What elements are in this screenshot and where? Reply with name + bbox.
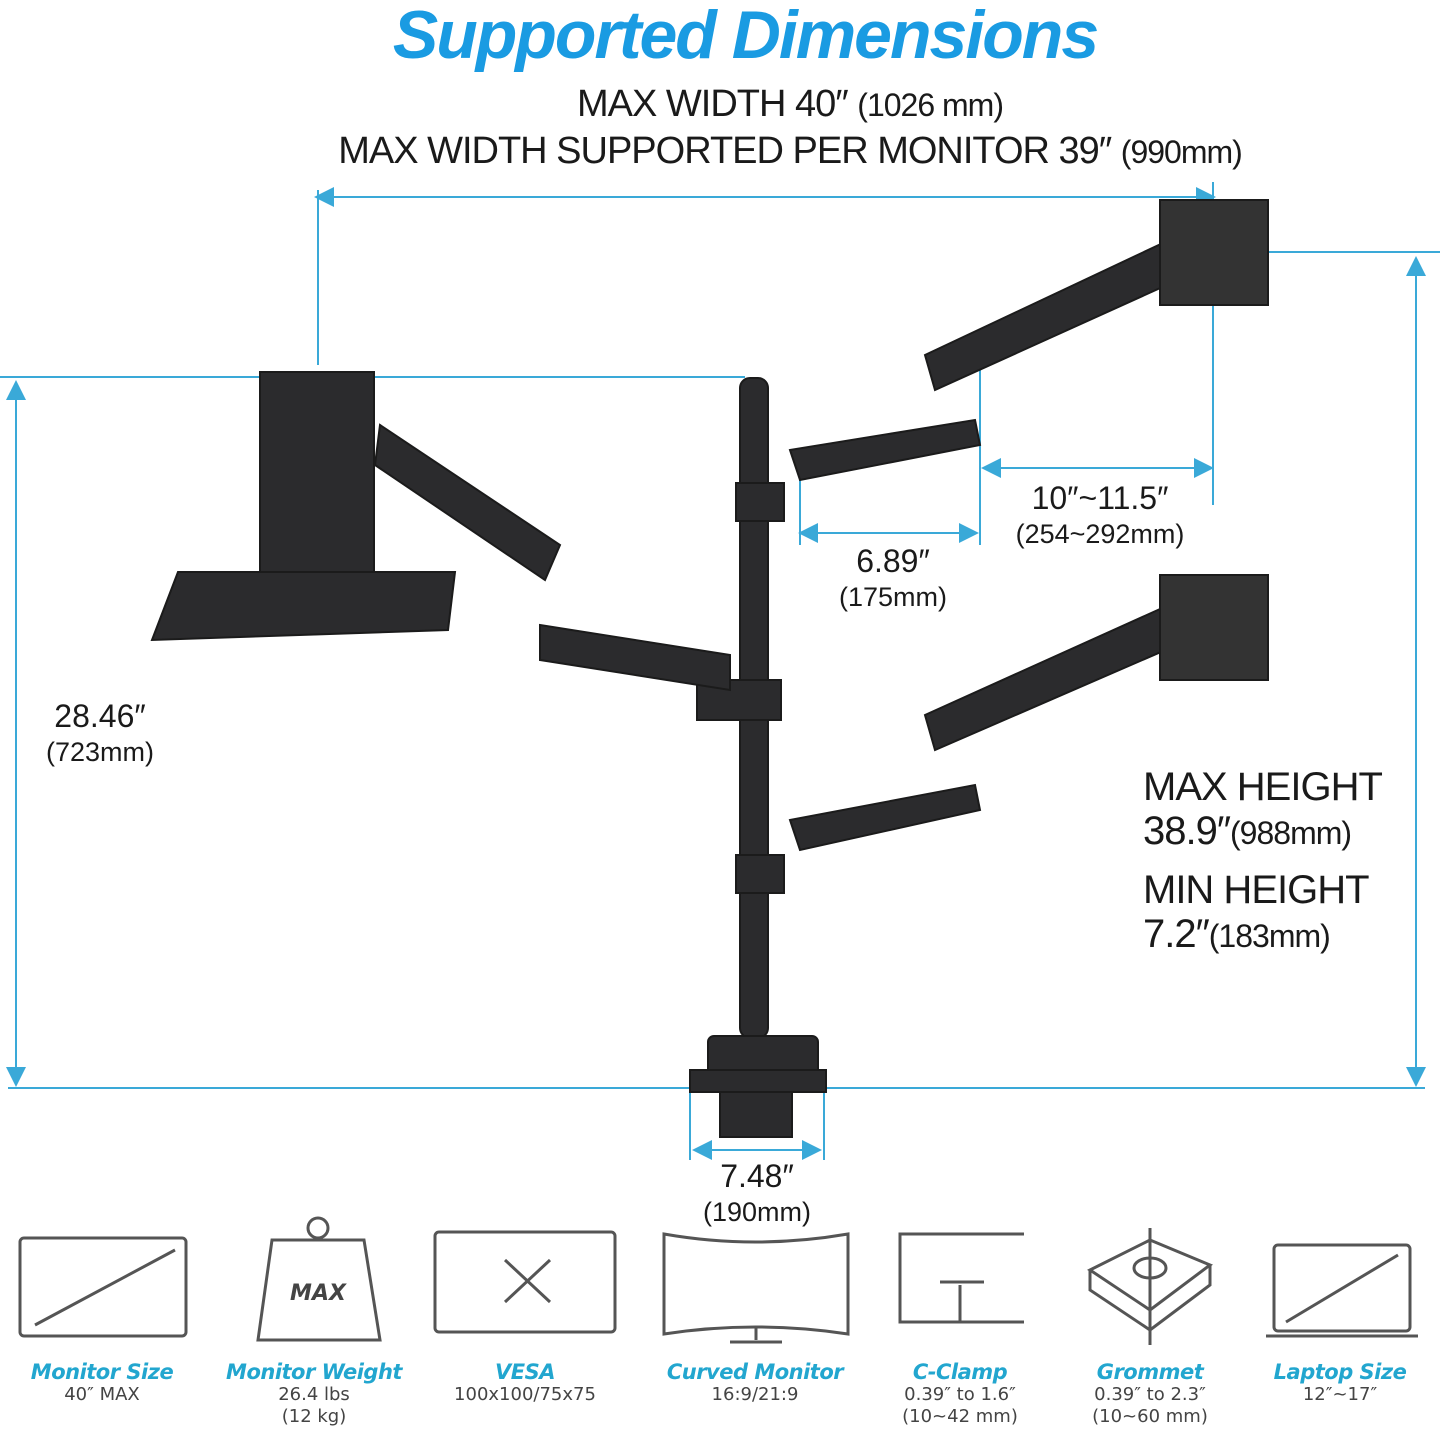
base-width-label: 7.48″(190mm) xyxy=(657,1158,857,1230)
laptop-height-mm: (723mm) xyxy=(45,737,154,767)
max-width-value: MAX WIDTH 40″ xyxy=(577,83,849,125)
base-width-mm: (190mm) xyxy=(702,1197,811,1227)
feature-value: 100x100/75x75 xyxy=(454,1384,596,1405)
monitor-mount xyxy=(150,199,1269,1138)
max-width-per-monitor-mm: (990mm) xyxy=(1120,134,1243,170)
max-height-label: MAX HEIGHT 38.9″(988mm) xyxy=(1143,765,1383,855)
page-title: Supported Dimensions xyxy=(392,0,1099,73)
feature-value: 40″ MAX xyxy=(64,1384,140,1405)
arm-reach-value: 10″~11.5″ xyxy=(1031,480,1169,516)
feature-value: 12″~17″ xyxy=(1302,1384,1378,1405)
arm-offset-label: 6.89″(175mm) xyxy=(793,543,993,615)
arm-reach-mm: (254~292mm) xyxy=(1015,519,1185,549)
feature-value: 26.4 lbs xyxy=(278,1384,350,1405)
feature-value: 0.39″ to 2.3″ xyxy=(1094,1384,1206,1405)
feature-label: VESA xyxy=(495,1360,555,1384)
min-height-value: 7.2″ xyxy=(1143,912,1210,956)
max-height-value: 38.9″ xyxy=(1143,809,1231,853)
arm-reach-label: 10″~11.5″(254~292mm) xyxy=(1000,480,1200,552)
feature-label: C-Clamp xyxy=(912,1360,1008,1384)
max-height-title: MAX HEIGHT xyxy=(1143,765,1383,809)
feature-label: Laptop Size xyxy=(1273,1360,1407,1384)
max-width-line: MAX WIDTH 40″ (1026 mm) xyxy=(0,83,1445,126)
feature-value: 16:9/21:9 xyxy=(711,1384,799,1405)
feature-label: Grommet xyxy=(1096,1360,1204,1384)
base-width-value: 7.48″ xyxy=(720,1158,794,1194)
feature-value-2: (10~42 mm) xyxy=(902,1406,1018,1427)
laptop-height-value: 28.46″ xyxy=(54,698,146,734)
feature-value-2: (10~60 mm) xyxy=(1092,1406,1208,1427)
feature-label: Monitor Weight xyxy=(226,1360,402,1384)
arm-offset-mm: (175mm) xyxy=(838,582,947,612)
min-height-mm: (183mm) xyxy=(1208,918,1331,954)
feature-value: 0.39″ to 1.6″ xyxy=(904,1384,1016,1405)
min-height-label: MIN HEIGHT 7.2″(183mm) xyxy=(1143,868,1370,958)
max-width-per-monitor-line: MAX WIDTH SUPPORTED PER MONITOR 39″ (990… xyxy=(0,130,1445,173)
max-height-mm: (988mm) xyxy=(1230,815,1352,851)
max-width-per-monitor-value: MAX WIDTH SUPPORTED PER MONITOR 39″ xyxy=(338,130,1112,172)
laptop-height-label: 28.46″(723mm) xyxy=(0,698,200,770)
feature-label: Curved Monitor xyxy=(666,1360,844,1384)
arm-offset-value: 6.89″ xyxy=(856,543,930,579)
feature-label: Monitor Size xyxy=(30,1360,174,1384)
feature-value-2: (12 kg) xyxy=(281,1406,347,1427)
min-height-title: MIN HEIGHT xyxy=(1143,868,1370,912)
max-width-mm: (1026 mm) xyxy=(857,87,1004,123)
